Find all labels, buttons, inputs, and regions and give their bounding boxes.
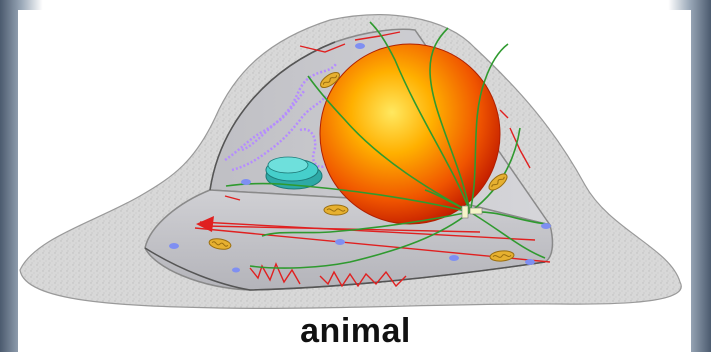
ribosome-icon	[541, 223, 551, 229]
ribosome-icon	[449, 255, 459, 261]
ribosome-icon	[335, 239, 345, 245]
ribosome-icon	[241, 179, 251, 185]
mitochondrion-icon	[324, 205, 348, 215]
ribosome-icon	[169, 243, 179, 249]
ribosome-icon	[232, 268, 240, 273]
ribosome-icon	[525, 259, 535, 265]
ribosome-icon	[355, 43, 365, 49]
diagram-caption: animal	[0, 312, 711, 351]
